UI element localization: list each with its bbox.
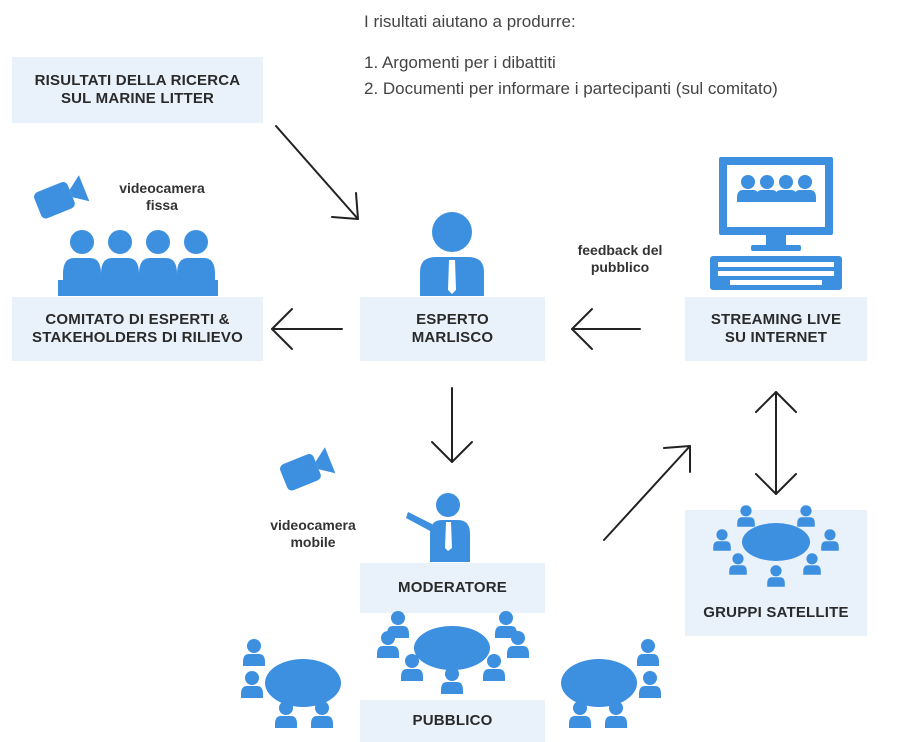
label-feedback: feedback del pubblico bbox=[560, 242, 680, 276]
box-comitato: COMITATO DI ESPERTI & STAKEHOLDERS DI RI… bbox=[12, 297, 263, 361]
box-esperto: ESPERTO MARLISCO bbox=[360, 297, 545, 361]
label-camera-fixed-line1: videocamera bbox=[119, 180, 205, 196]
label-camera-fixed-line2: fissa bbox=[146, 197, 178, 213]
intro-heading: I risultati aiutano a produrre: bbox=[364, 12, 576, 31]
intro-text: I risultati aiutano a produrre: 1. Argom… bbox=[364, 12, 778, 102]
box-risultati-line1: RISULTATI DELLA RICERCA bbox=[34, 72, 241, 89]
videocamera-fixed-icon bbox=[32, 175, 90, 220]
box-comitato-line1: COMITATO DI ESPERTI & bbox=[45, 311, 230, 328]
label-camera-mobile-line1: videocamera bbox=[270, 517, 356, 533]
committee-people-icon bbox=[58, 230, 218, 296]
arrow-streaming-satellite bbox=[755, 391, 797, 495]
arrow-esperto-moderatore bbox=[431, 387, 473, 463]
box-moderatore-label: MODERATORE bbox=[398, 579, 507, 596]
box-risultati: RISULTATI DELLA RICERCA SUL MARINE LITTE… bbox=[12, 57, 263, 123]
moderator-tie-icon bbox=[445, 522, 452, 551]
public-table-center-icon bbox=[377, 611, 529, 694]
arrow-moderatore-streaming bbox=[603, 445, 691, 541]
box-moderatore: MODERATORE bbox=[360, 563, 545, 613]
arrow-streaming-esperto bbox=[571, 308, 641, 350]
keyboard-icon bbox=[710, 256, 842, 290]
intro-item-1: 1. Argomenti per i dibattiti bbox=[364, 53, 556, 72]
box-esperto-line1: ESPERTO bbox=[416, 311, 489, 328]
intro-item-2: 2. Documenti per informare i partecipant… bbox=[364, 79, 778, 98]
box-streaming-line2: SU INTERNET bbox=[724, 329, 828, 346]
box-comitato-line2: STAKEHOLDERS DI RILIEVO bbox=[31, 329, 243, 346]
box-satellite-label: GRUPPI SATELLITE bbox=[703, 604, 849, 621]
box-streaming: STREAMING LIVE SU INTERNET bbox=[685, 297, 867, 361]
box-esperto-line2: MARLISCO bbox=[411, 329, 494, 346]
videocamera-mobile-icon bbox=[278, 447, 336, 492]
box-pubblico-label: PUBBLICO bbox=[412, 712, 493, 729]
expert-tie-icon bbox=[448, 260, 456, 294]
moderator-person-icon bbox=[406, 493, 470, 562]
arrow-esperto-comitato bbox=[271, 308, 343, 350]
public-table-left-icon bbox=[241, 639, 341, 728]
label-camera-fixed: videocamera fissa bbox=[112, 180, 212, 214]
satellite-table-icon bbox=[713, 505, 839, 587]
arrow-risultati-esperto bbox=[275, 125, 359, 220]
public-table-right-icon bbox=[561, 639, 661, 728]
monitor-icon bbox=[719, 157, 833, 251]
box-risultati-line2: SUL MARINE LITTER bbox=[60, 90, 215, 107]
box-streaming-line1: STREAMING LIVE bbox=[710, 311, 842, 328]
label-camera-mobile-line2: mobile bbox=[290, 534, 336, 550]
box-pubblico: PUBBLICO bbox=[360, 700, 545, 742]
intro-list: 1. Argomenti per i dibattiti 2. Document… bbox=[364, 50, 778, 102]
label-feedback-line1: feedback del bbox=[577, 242, 663, 258]
label-camera-mobile: videocamera mobile bbox=[258, 517, 368, 551]
label-feedback-line2: pubblico bbox=[590, 259, 650, 275]
